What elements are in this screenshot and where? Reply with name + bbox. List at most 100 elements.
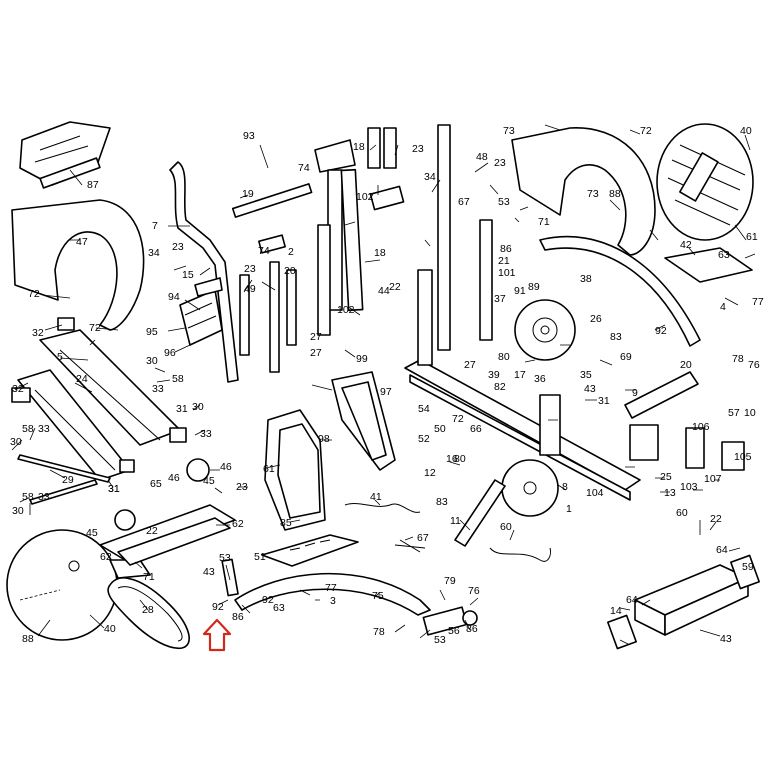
- part-label: 23: [172, 241, 184, 253]
- part-label: 12: [424, 467, 436, 479]
- part-label: 58: [22, 491, 34, 503]
- part-label: 28: [142, 604, 154, 616]
- part-label: 26: [590, 313, 602, 325]
- part-label: 73: [587, 188, 599, 200]
- bracket-part: [179, 277, 223, 346]
- part-label: 71: [538, 216, 550, 228]
- part-label: 15: [182, 269, 194, 281]
- part-label: 20: [284, 265, 296, 277]
- pedal-part: [664, 247, 753, 283]
- part-label: 37: [494, 293, 506, 305]
- crank-arm-part: [454, 479, 506, 547]
- right-handlebar-part: [437, 124, 451, 351]
- part-label: 53: [434, 634, 446, 646]
- center-shroud-part: [264, 371, 396, 531]
- part-label: 60: [676, 507, 688, 519]
- cable-part: [394, 539, 426, 553]
- part-label: 33: [38, 491, 50, 503]
- part-label: 64: [626, 594, 638, 606]
- right-flywheel-cover-part: [656, 123, 754, 241]
- part-label: 71: [143, 571, 155, 583]
- part-label: 95: [146, 326, 158, 338]
- rod-part: [29, 479, 98, 505]
- pedal-part: [261, 534, 359, 567]
- part-label: 25: [660, 471, 672, 483]
- part-label: 18: [374, 247, 386, 259]
- part-label: 59: [742, 561, 754, 573]
- part-label: 8: [562, 481, 568, 493]
- part-label: 31: [176, 403, 188, 415]
- part-label: 69: [620, 351, 632, 363]
- part-label: 56: [448, 625, 460, 637]
- part-label: 4: [720, 301, 726, 313]
- part-label: 88: [609, 188, 621, 200]
- part-label: 85: [280, 517, 292, 529]
- part-label: 13: [664, 487, 676, 499]
- part-label: 80: [454, 453, 466, 465]
- part-label: 80: [498, 351, 510, 363]
- part-label: 33: [38, 423, 50, 435]
- part-label: 42: [680, 239, 692, 251]
- part-label: 102: [356, 191, 374, 203]
- part-label: 105: [734, 451, 752, 463]
- part-label: 88: [22, 633, 34, 645]
- part-label: 27: [310, 331, 322, 343]
- part-label: 57: [728, 407, 740, 419]
- part-label: 20: [680, 359, 692, 371]
- left-flywheel-cover-part: [6, 529, 118, 641]
- part-label: 72: [640, 125, 652, 137]
- part-label: 27: [310, 347, 322, 359]
- part-label: 43: [720, 633, 732, 645]
- part-label: 9: [632, 387, 638, 399]
- part-label: 72: [89, 322, 101, 334]
- part-label: 83: [436, 496, 448, 508]
- mount-part: [422, 606, 478, 636]
- right-shroud-part: [511, 127, 656, 256]
- part-label: 74: [258, 245, 270, 257]
- part-label: 99: [356, 353, 368, 365]
- part-label: 106: [692, 421, 710, 433]
- drive-belt-part: [107, 577, 190, 649]
- part-label: 23: [494, 157, 506, 169]
- part-label: 17: [514, 369, 526, 381]
- part-label: 44: [378, 285, 390, 297]
- part-label: 30: [10, 436, 22, 448]
- rear-stabilizer-part: [607, 554, 760, 650]
- part-label: 32: [12, 383, 24, 395]
- part-label: 67: [417, 532, 429, 544]
- part-label: 24: [76, 373, 88, 385]
- part-label: 76: [468, 585, 480, 597]
- part-label: 91: [514, 285, 526, 297]
- part-label: 31: [108, 483, 120, 495]
- part-label: 101: [498, 267, 516, 279]
- part-label: 33: [200, 428, 212, 440]
- part-label: 61: [746, 231, 758, 243]
- part-label: 1: [566, 503, 572, 515]
- part-label: 18: [353, 141, 365, 153]
- part-label: 22: [710, 513, 722, 525]
- front-stabilizer-part: [117, 517, 231, 566]
- part-label: 23: [412, 143, 424, 155]
- part-label: 23: [236, 481, 248, 493]
- part-label: 62: [232, 518, 244, 530]
- part-labels: 87 47 72 72 32 5 24 32 58 33 30 29 31 58…: [10, 125, 764, 646]
- part-label: 30: [192, 401, 204, 413]
- part-label: 54: [418, 403, 430, 415]
- part-label: 77: [752, 296, 764, 308]
- part-label: 46: [220, 461, 232, 473]
- part-label: 30: [12, 505, 24, 517]
- part-label: 63: [273, 602, 285, 614]
- part-label: 33: [152, 383, 164, 395]
- part-label: 74: [298, 162, 310, 174]
- part-label: 52: [418, 433, 430, 445]
- part-label: 23: [244, 263, 256, 275]
- part-label: 43: [584, 383, 596, 395]
- part-label: 41: [370, 491, 382, 503]
- part-label: 50: [434, 423, 446, 435]
- part-label: 102: [337, 304, 355, 316]
- flywheel-part: [514, 299, 576, 361]
- part-label: 22: [389, 281, 401, 293]
- part-label: 22: [146, 525, 158, 537]
- leader-lines: [11, 124, 756, 645]
- part-label: 45: [203, 475, 215, 487]
